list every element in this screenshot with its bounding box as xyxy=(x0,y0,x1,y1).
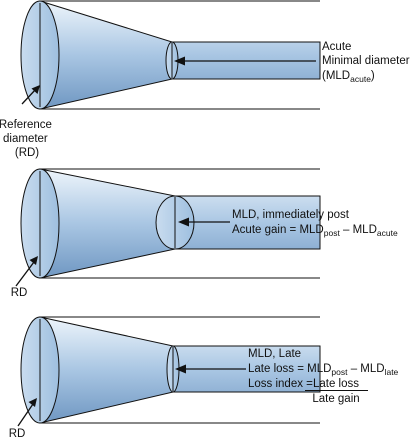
mld-immediately-post-label: MLD, immediately post xyxy=(232,209,350,221)
acute-label: Acute xyxy=(322,41,351,53)
mld-acute-label: (MLDacute) xyxy=(322,70,375,84)
acute-gain-formula: Acute gain = MLDpost – MLDacute xyxy=(232,224,398,238)
rd-label: RD xyxy=(11,287,28,299)
mld-late-pointer-arrow xyxy=(175,364,246,374)
mld-pointer-arrow xyxy=(174,56,316,66)
mld-post-pointer-arrow xyxy=(178,217,230,227)
loss-index-numerator: Late loss xyxy=(313,378,359,390)
minimal-diameter-label: Minimal diameter xyxy=(322,55,410,67)
reference-diameter-label: Reference diameter (RD) xyxy=(0,119,55,159)
loss-index-label: Loss index = xyxy=(248,378,313,390)
loss-index-denominator: Late gain xyxy=(312,393,359,405)
panel-post: RD MLD, immediately post Acute gain = ML… xyxy=(11,168,398,299)
tapered-lumen xyxy=(39,0,321,110)
mld-late-label: MLD, Late xyxy=(248,348,301,360)
rd-label: RD xyxy=(9,428,26,440)
panel-acute: Reference diameter (RD) Acute Minimal di… xyxy=(0,0,410,159)
panel-late: RD MLD, Late Late loss = MLDpost – MLDla… xyxy=(9,316,399,440)
late-loss-formula: Late loss = MLDpost – MLDlate xyxy=(248,363,399,377)
rd-pointer-arrow xyxy=(15,256,38,287)
rd-pointer-arrow xyxy=(21,85,40,105)
rd-pointer-arrow xyxy=(17,398,37,427)
